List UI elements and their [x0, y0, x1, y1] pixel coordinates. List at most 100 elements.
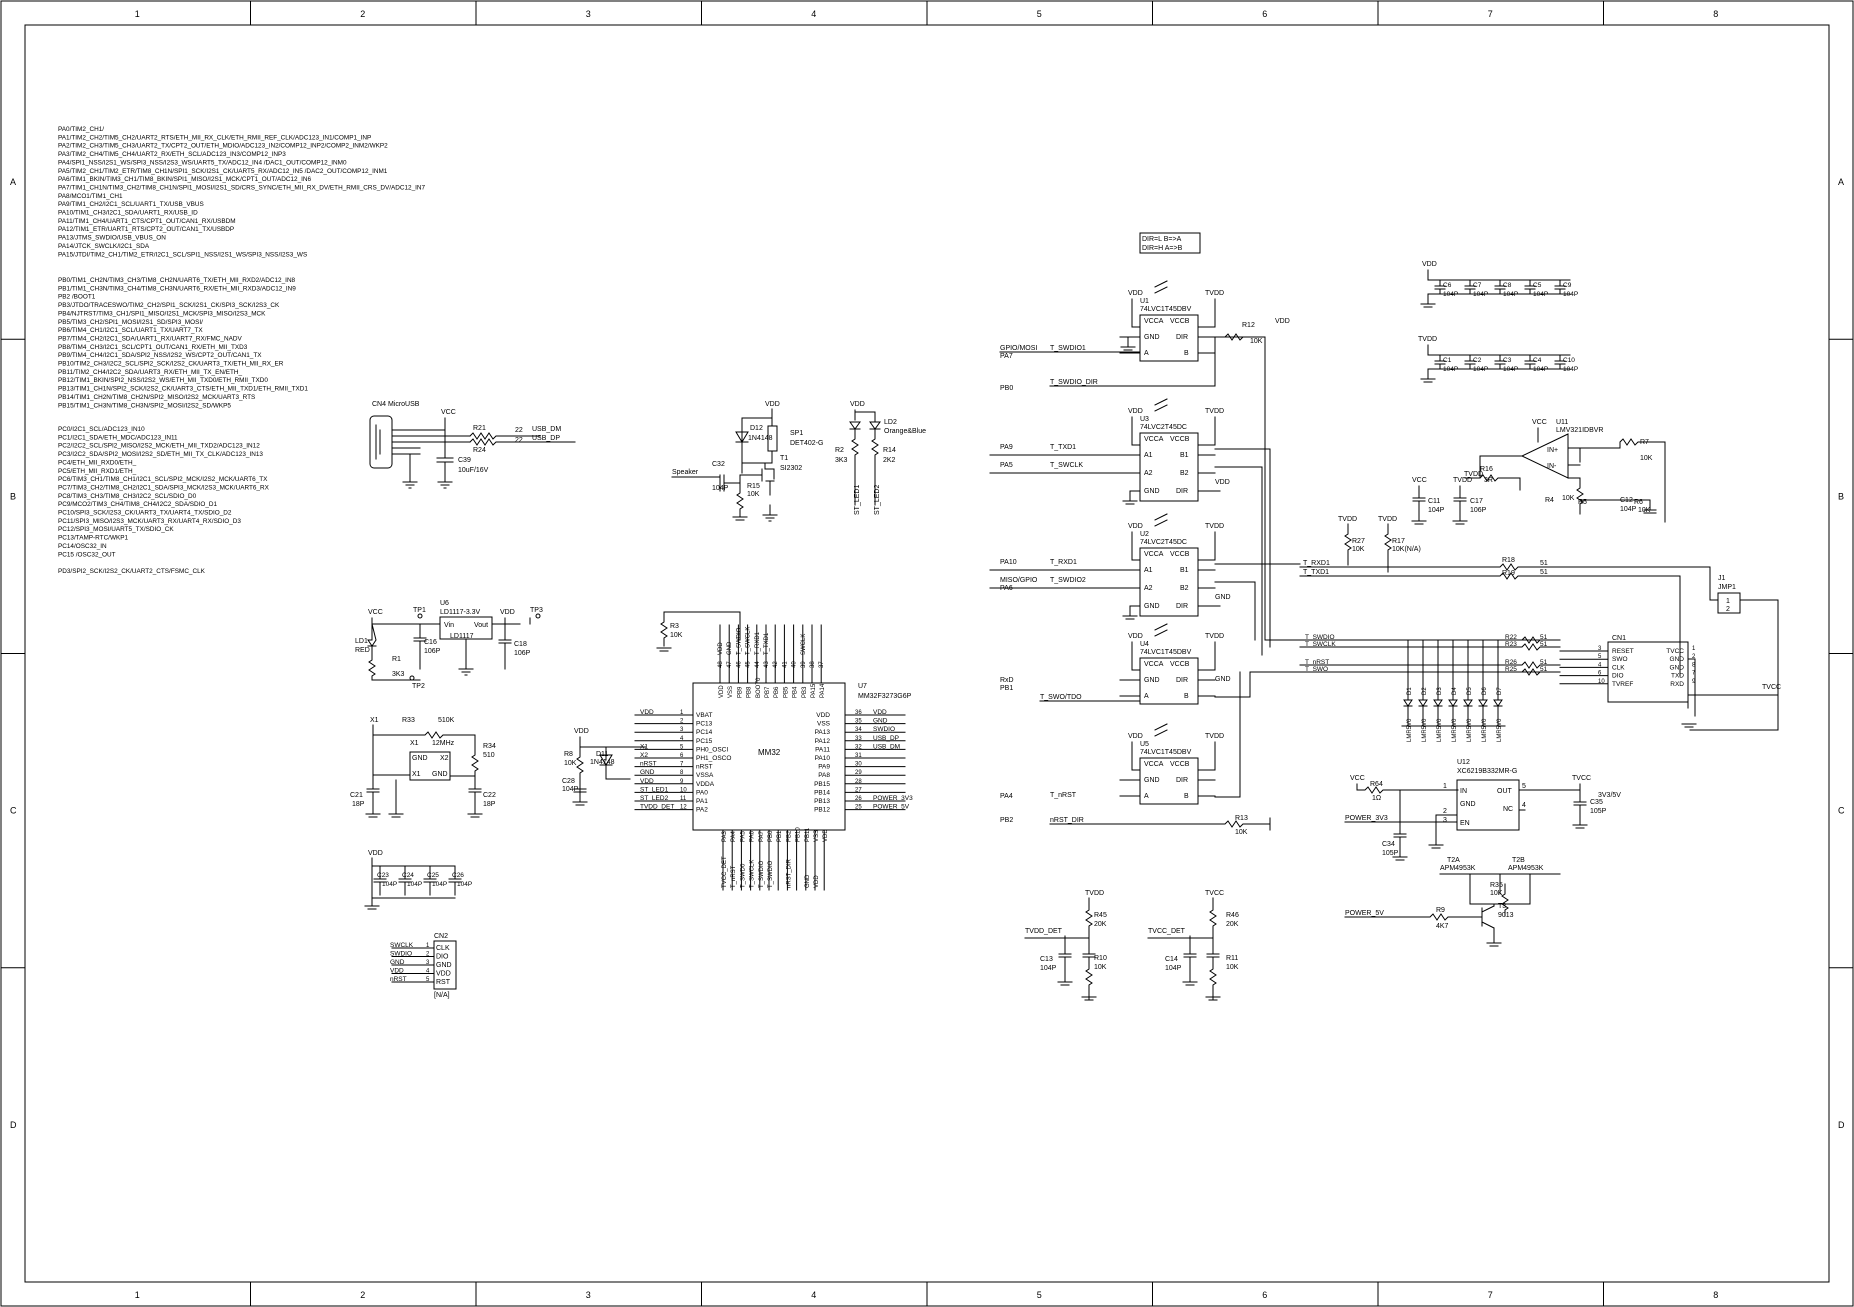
cap-ref: C24: [402, 872, 414, 879]
pin-vcca: VCCA: [1144, 551, 1164, 558]
svg-text:ST_LED1: ST_LED1: [854, 485, 861, 515]
row-label-right: B: [1838, 491, 1844, 501]
cn2-pin-name: GND: [436, 962, 452, 969]
cn2-pin-number: 3: [426, 960, 430, 966]
cn1-left-pin-number: 10: [1598, 679, 1605, 685]
mcu-top-net: VDD: [718, 642, 724, 655]
svg-text:NC: NC: [1503, 806, 1513, 813]
mcu-top-pin-number: 48: [718, 661, 724, 668]
row-label-left: C: [10, 806, 17, 816]
mcu-top-net: T_SWCLK: [746, 627, 752, 655]
mcu-left-pin-name: PH1_OSCO: [696, 755, 731, 762]
svg-text:R24: R24: [473, 447, 486, 454]
svg-text:D11: D11: [596, 751, 608, 758]
chip-vdd: VDD: [1128, 733, 1143, 740]
mcu-left-net: ST_LED2: [640, 795, 669, 802]
svg-text:ST_LED2: ST_LED2: [874, 485, 881, 515]
mcu-bottom-net: GND: [805, 874, 811, 888]
pin-a1: A1: [1144, 452, 1153, 459]
svg-text:3K3: 3K3: [835, 457, 848, 464]
mcu-right-pin-number: 32: [855, 744, 862, 750]
svg-text:106P: 106P: [424, 648, 441, 655]
mcu-right-pin-name: PB12: [814, 807, 830, 814]
svg-text:R27: R27: [1352, 538, 1365, 545]
svg-text:20K: 20K: [1094, 921, 1107, 928]
mcu-right-pin-name: PA10: [815, 755, 831, 762]
pin-note-portb: PB10/TIM2_CH3/I2C2_SCL/SPI2_SCK/I2S2_CK/…: [58, 361, 284, 368]
mcu-bottom-pin-name: PB2: [786, 830, 792, 842]
cn1-left-pin-number: 5: [1598, 654, 1602, 660]
column-label-top: 8: [1713, 9, 1718, 19]
truth-table: [1139, 232, 1201, 254]
pin-note-portb: PB14/TIM1_CH2N/TIM8_CH2N/SPI2_MISO/I2S2_…: [58, 394, 255, 401]
svg-text:10K: 10K: [1094, 964, 1107, 971]
svg-text:C11: C11: [1428, 498, 1440, 505]
svg-text:TP2: TP2: [412, 683, 425, 690]
pin-note-porta: PA2/TIM2_CH3/TIM5_CH3/UART2_TX/CPT2_OUT/…: [58, 143, 388, 150]
net-t-nrst: T_nRST: [1050, 792, 1077, 799]
svg-text:U11: U11: [1556, 419, 1568, 426]
pin-note-porta: PA12/TIM1_ETR/UART1_RTS/CPT2_OUT/CAN1_TX…: [58, 226, 234, 233]
pin-b2: B2: [1180, 585, 1189, 592]
svg-text:10K: 10K: [670, 632, 683, 639]
pin-b1: B1: [1180, 452, 1189, 459]
pin-note-portb: PB5/TIM3_CH2/SPI1_MOSI/I2S1_SD/SPI3_MOSI…: [58, 319, 203, 326]
svg-text:IN-: IN-: [1547, 463, 1557, 470]
svg-text:VDD: VDD: [500, 609, 515, 616]
mcu-left-net: ST_LED1: [640, 786, 669, 793]
net-pa5: PA5: [1000, 462, 1013, 469]
cn2-net-label: GND: [390, 959, 405, 966]
mcu-top-pin-number: 41: [782, 661, 788, 668]
pin-note-portb: PB2 /BOOT1: [58, 294, 96, 301]
svg-text:GND: GND: [412, 755, 428, 762]
mcu-bottom-net: nRST_DIR: [786, 858, 792, 888]
pin-b: B: [1184, 350, 1189, 357]
mcu-right-pin-name: PA12: [815, 738, 831, 745]
mcu-left-pin-name: PA1: [696, 798, 708, 805]
mcu-right-net: SWDIO: [873, 726, 895, 733]
swd-net-label: T_SWCLK: [1305, 641, 1336, 648]
mcu-left-net: VDD: [640, 778, 654, 785]
net-t-txd1: T_TXD1: [1050, 444, 1076, 451]
mcu-right-pin-number: 27: [855, 787, 862, 793]
mcu-bottom-pin-name: PB1: [777, 830, 783, 842]
svg-text:3: 3: [1443, 817, 1447, 824]
svg-text:C14: C14: [1165, 956, 1178, 963]
cn1-right-pin-name: GND: [1670, 664, 1685, 671]
chip-vdd: VDD: [1128, 523, 1143, 530]
column-label-bottom: 6: [1262, 1290, 1267, 1300]
mcu-left-pin-name: PC14: [696, 729, 713, 736]
net-pa9: PA9: [1000, 444, 1013, 451]
usb-connector-block: CN4 MicroUSB VCC R21 R24 22 22 USB_DM US…: [369, 401, 576, 489]
mcu-left-pin-name: VDDA: [696, 781, 715, 788]
cn1-right-pin-name: TVCC: [1666, 648, 1684, 655]
svg-text:2: 2: [1726, 606, 1730, 613]
mcu-top-net: T_RXD1: [755, 631, 761, 655]
svg-text:10K: 10K: [747, 491, 760, 498]
svg-text:R35: R35: [1490, 882, 1503, 889]
mcu-left-net: GND: [640, 769, 655, 776]
svg-text:104P: 104P: [1428, 507, 1445, 514]
svg-text:3R: 3R: [1484, 477, 1493, 484]
bank-cap-ref: C2: [1473, 357, 1482, 364]
cap-ref: C25: [427, 872, 439, 879]
svg-text:R19: R19: [1502, 570, 1515, 577]
usb-conn-label: CN4 MicroUSB: [372, 401, 420, 408]
mcu-left-pin-number: 3: [680, 727, 684, 733]
cn1-left-pin-name: TVREF: [1612, 681, 1633, 688]
tvs-diode-value: LMR5V0: [1422, 718, 1428, 742]
mcu-bottom-pin-name: VDD: [823, 829, 829, 842]
cn1-left-pin-name: CLK: [1612, 664, 1625, 671]
cap-value: 104P: [457, 881, 472, 888]
row-label-right: D: [1838, 1120, 1845, 1130]
cn1-connector: [1607, 641, 1689, 703]
pin-note-portc: PC0/I2C1_SCL/ADC123_IN10: [58, 426, 145, 433]
cn1-right-pin-name: TXD: [1671, 673, 1684, 680]
cn1-left-pin-number: 4: [1598, 662, 1602, 668]
column-label-top: 5: [1037, 9, 1042, 19]
svg-text:XC6219B332MR-G: XC6219B332MR-G: [1457, 768, 1517, 775]
svg-text:SP1: SP1: [790, 430, 803, 437]
svg-text:Vin: Vin: [444, 622, 454, 629]
